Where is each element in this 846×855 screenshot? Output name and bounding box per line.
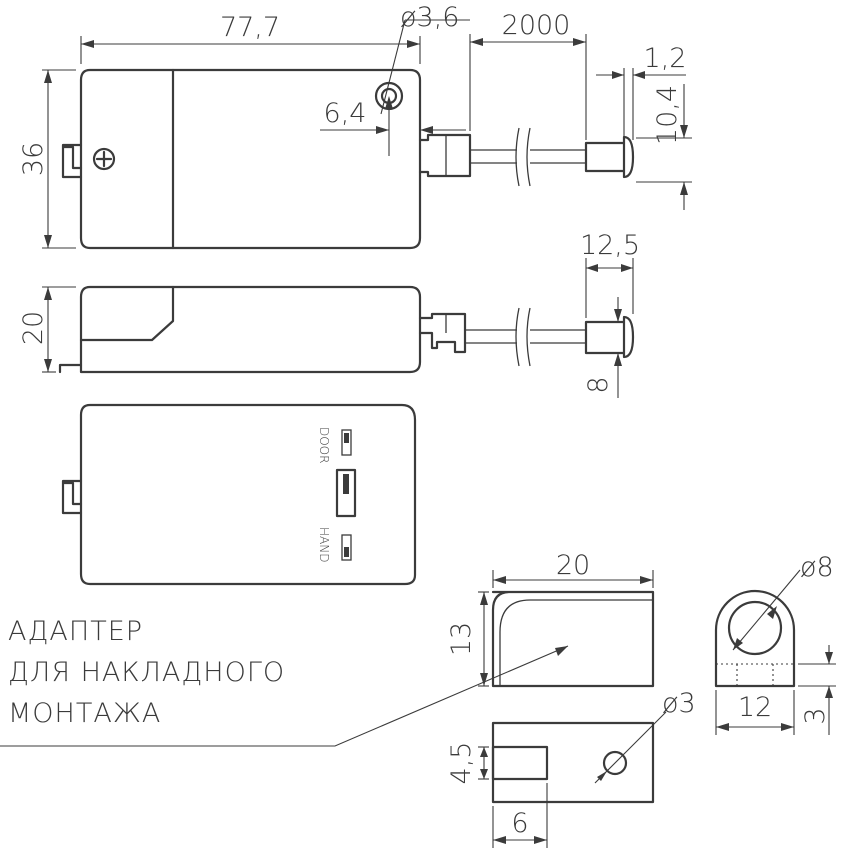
switch-door bbox=[341, 429, 352, 456]
switch-label-door: DOOR bbox=[317, 427, 331, 463]
dim-adapter-height-label: 13 bbox=[446, 622, 477, 656]
side-view-body bbox=[79, 285, 422, 374]
dim-plug-flange-label: 1,2 bbox=[644, 43, 687, 74]
side-cable bbox=[465, 307, 586, 367]
top-view-body bbox=[79, 68, 422, 250]
adapter-ring-view: ø8 12 3 bbox=[714, 552, 836, 735]
adapter-front-view: 20 13 bbox=[446, 550, 655, 688]
dim-plug-length-label: 12,5 bbox=[580, 230, 640, 261]
adapter-ring-hole bbox=[727, 600, 783, 656]
dim-height-label: 36 bbox=[18, 142, 49, 176]
mounting-notch bbox=[61, 143, 83, 179]
dim-length-label: 77,7 bbox=[220, 12, 280, 43]
cable-connector bbox=[418, 133, 472, 178]
dim-plug-height-label: 10,4 bbox=[652, 85, 683, 145]
dim-length: 77,7 bbox=[80, 12, 421, 64]
adapter-note: АДАПТЕР ДЛЯ НАКЛАДНОГО МОНТАЖА bbox=[0, 616, 569, 747]
switch-hand bbox=[341, 534, 352, 561]
note-line-1: АДАПТЕР bbox=[8, 616, 143, 647]
dim-slot-height-label: 4,5 bbox=[446, 742, 477, 785]
dim-adapter-width-label: 20 bbox=[556, 550, 590, 581]
dim-hole-offset: 6,4 bbox=[320, 98, 466, 156]
magnet-plug bbox=[584, 135, 635, 179]
side-view-lid bbox=[79, 285, 175, 342]
dim-ring-diameter-label: ø8 bbox=[800, 552, 834, 583]
switch-selector[interactable] bbox=[335, 468, 357, 518]
dim-hole-offset-label: 6,4 bbox=[324, 98, 367, 129]
dim-side-height-label: 20 bbox=[18, 311, 49, 345]
bottom-view: DOOR HAND bbox=[61, 403, 417, 586]
dim-ring-width-label: 12 bbox=[738, 692, 772, 723]
dim-height: 36 bbox=[18, 69, 76, 249]
side-cable-connector bbox=[418, 312, 467, 354]
dim-plug-height: 10,4 bbox=[636, 84, 692, 210]
side-magnet-plug bbox=[584, 315, 635, 359]
dim-plug-length: 12,5 bbox=[580, 230, 640, 318]
adapter-ring-body bbox=[714, 589, 796, 688]
dim-cable-length: 2000 bbox=[469, 10, 587, 140]
bottom-mounting-notch bbox=[61, 479, 83, 515]
note-line-3: МОНТАЖА bbox=[8, 698, 161, 729]
adapter-slot bbox=[491, 745, 549, 781]
adapter-front-body bbox=[491, 590, 655, 688]
dim-adapter-hole-label: ø3 bbox=[662, 688, 696, 719]
dim-plug-diameter-label: 8 bbox=[583, 376, 614, 393]
adapter-top-view: ø3 4,5 6 bbox=[446, 688, 696, 848]
cable bbox=[470, 127, 586, 187]
note-leader bbox=[0, 645, 569, 747]
switch-label-hand: HAND bbox=[317, 527, 331, 562]
dim-plug-diameter: 8 bbox=[583, 297, 622, 398]
dim-hole-diameter-label: ø3,6 bbox=[400, 2, 459, 33]
dim-hole-diameter: ø3,6 bbox=[380, 2, 470, 115]
adapter-top-body bbox=[491, 721, 655, 804]
dim-cable-length-label: 2000 bbox=[502, 10, 571, 41]
dim-slot-width-label: 6 bbox=[511, 808, 528, 839]
bottom-view-body bbox=[79, 403, 417, 586]
side-view: 20 12,5 8 bbox=[18, 230, 640, 398]
side-view-foot bbox=[58, 363, 83, 374]
dim-ring-base-label: 3 bbox=[800, 707, 831, 724]
dim-plug-flange: 1,2 bbox=[596, 43, 686, 140]
top-view: 77,7 36 ø3,6 6,4 bbox=[18, 2, 692, 250]
dim-side-height: 20 bbox=[18, 286, 76, 373]
adapter-screw-hole bbox=[602, 750, 628, 776]
note-line-2: ДЛЯ НАКЛАДНОГО bbox=[8, 657, 285, 688]
screw-icon bbox=[92, 147, 116, 171]
